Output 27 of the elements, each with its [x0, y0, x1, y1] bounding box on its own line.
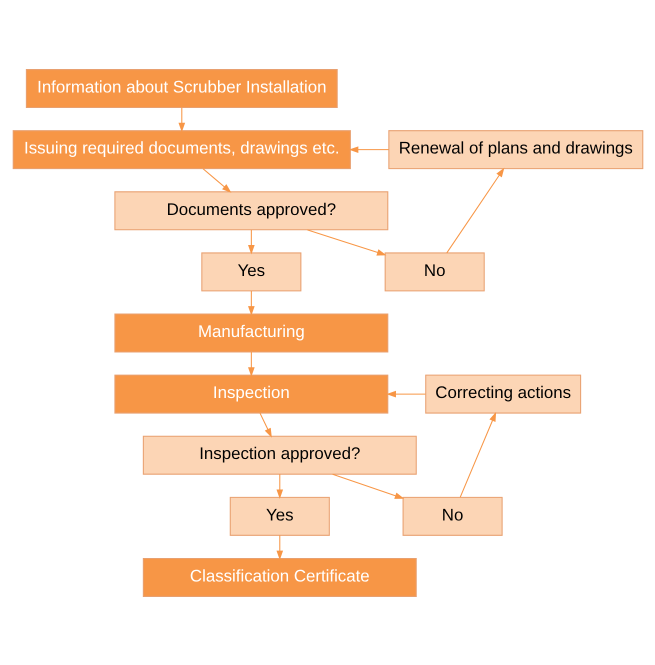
- node-box: Inspection approved?: [142, 435, 416, 474]
- arrow: [276, 534, 283, 560]
- arrow: [348, 146, 388, 152]
- arrow: [248, 290, 254, 316]
- node-box: Inspection: [114, 374, 388, 414]
- arrow: [248, 352, 254, 376]
- arrow: [332, 473, 404, 498]
- node-box: Classification Certificate: [142, 557, 416, 596]
- node-box: Correcting actions: [424, 374, 581, 414]
- node-box: Documents approved?: [114, 190, 388, 230]
- node-box: Information about Scrubber Installation: [25, 68, 338, 108]
- arrow: [386, 390, 425, 397]
- node-box: Yes: [229, 496, 330, 536]
- arrow: [202, 168, 231, 192]
- arrow: [259, 412, 272, 438]
- arrow: [306, 228, 386, 256]
- node-box: Yes: [200, 252, 301, 291]
- node-box: No: [384, 252, 484, 291]
- node-box: Manufacturing: [114, 313, 388, 352]
- arrow: [248, 229, 254, 254]
- node-box: No: [402, 496, 502, 536]
- arrow: [178, 107, 185, 132]
- arrow: [459, 411, 496, 497]
- node-box: Renewal of plans and drawings: [388, 130, 643, 169]
- arrow: [276, 474, 283, 498]
- node-box: Issuing required documents, drawings etc.: [12, 130, 350, 169]
- arrow: [446, 167, 504, 253]
